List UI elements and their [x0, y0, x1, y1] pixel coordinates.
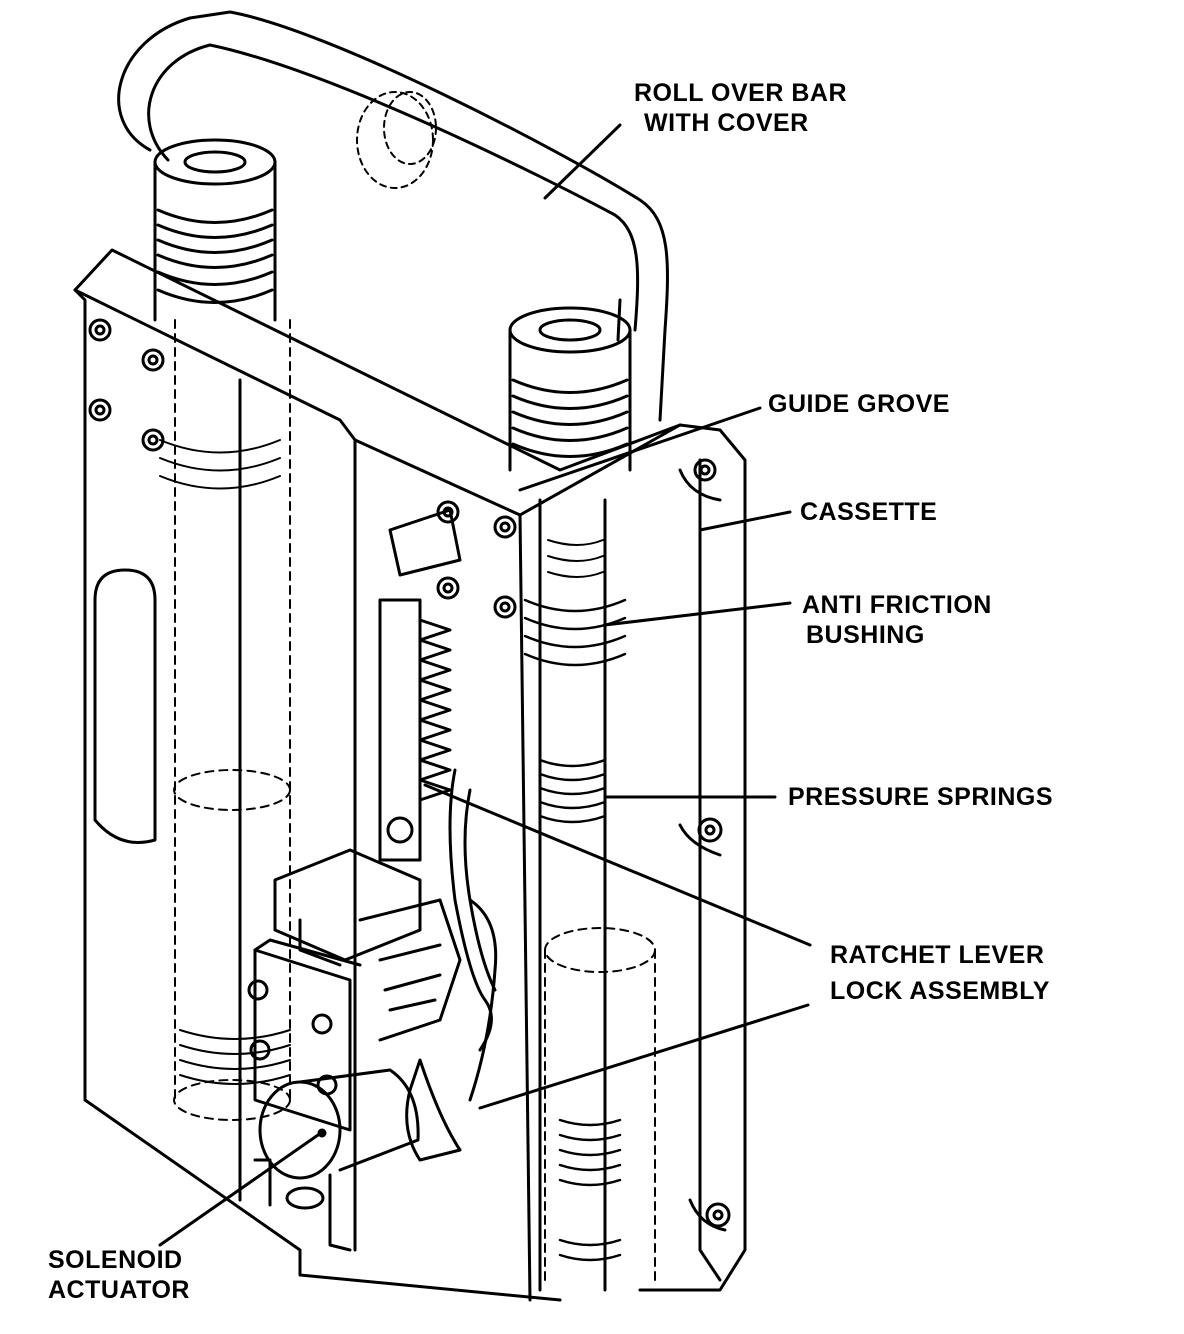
solenoid-label-line1: SOLENOID	[48, 1246, 183, 1274]
left-lower-springs	[159, 439, 291, 1085]
leader-lines	[158, 123, 812, 1247]
cassette-label: CASSETTE	[800, 498, 938, 526]
roll-over-bar-label-line2: WITH COVER	[644, 109, 809, 137]
solenoid-actuator-label: SOLENOID ACTUATOR	[48, 1245, 190, 1305]
ratchet-lever-label-line1: RATCHET LEVER	[830, 941, 1045, 969]
right-upper-cylinder	[508, 306, 632, 472]
right-guide-rod	[523, 498, 656, 1292]
guide-grove-label: GUIDE GROVE	[768, 390, 950, 418]
left-upper-cylinder	[153, 138, 277, 322]
left-main-cylinder	[173, 319, 291, 1121]
lock-assembly-block	[273, 816, 498, 1162]
roll-over-bar-label: ROLL OVER BAR WITH COVER	[634, 78, 847, 138]
roll-over-bar	[117, 10, 669, 422]
cassette-body	[73, 248, 747, 1302]
roll-over-bar-label-line1: ROLL OVER BAR	[634, 79, 847, 107]
anti-friction-bushing-label: ANTI FRICTION BUSHING	[802, 590, 992, 650]
ratchet-lever-label-line2: LOCK ASSEMBLY	[830, 977, 1050, 1005]
ratchet-lever-lock-label: RATCHET LEVER LOCK ASSEMBLY	[830, 940, 1050, 1006]
pressure-springs-label: PRESSURE SPRINGS	[788, 783, 1054, 811]
anti-friction-label-line2: BUSHING	[806, 621, 925, 649]
anti-friction-label-line1: ANTI FRICTION	[802, 591, 992, 619]
solenoid-actuator-drawing	[247, 938, 420, 1252]
solenoid-label-line2: ACTUATOR	[48, 1276, 190, 1304]
